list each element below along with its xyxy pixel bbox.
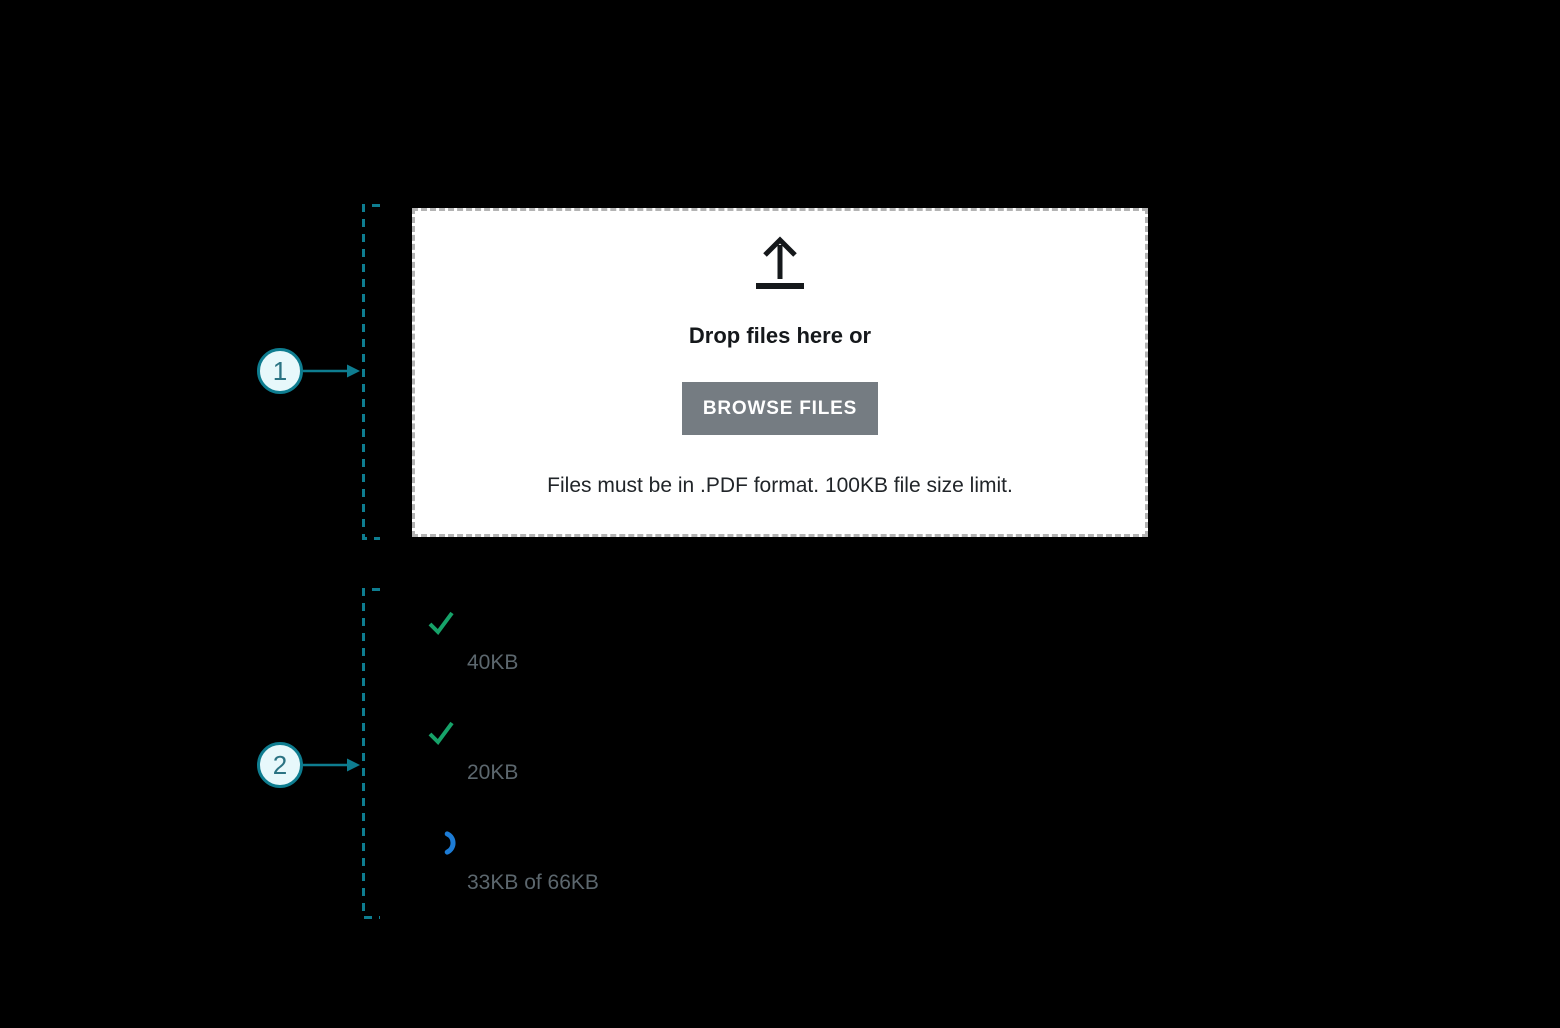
dropzone-format-note: Files must be in .PDF format. 100KB file… xyxy=(547,474,1013,497)
callout-1-badge: 1 xyxy=(257,348,303,394)
callout-1-bracket xyxy=(362,204,380,540)
callout-2-number: 2 xyxy=(272,749,288,780)
browse-files-button[interactable]: BROWSE FILES xyxy=(682,382,878,435)
checkmark-icon xyxy=(428,721,454,746)
callout-1-number: 1 xyxy=(272,355,288,386)
callout-2-badge: 2 xyxy=(257,742,303,788)
callout-2-bracket xyxy=(362,588,380,919)
file-upload-progress-label: 33KB of 66KB xyxy=(467,871,599,894)
spinner-icon xyxy=(444,831,456,855)
file-size-label: 40KB xyxy=(467,651,519,674)
callout-2-arrow-icon xyxy=(303,758,360,772)
file-drop-zone[interactable]: Drop files here or BROWSE FILES Files mu… xyxy=(412,208,1148,537)
dropzone-title: Drop files here or xyxy=(688,323,872,348)
checkmark-icon xyxy=(428,611,454,636)
callout-1-arrow-icon xyxy=(303,364,360,378)
upload-arrow-icon xyxy=(756,236,804,289)
file-size-label: 20KB xyxy=(467,761,519,784)
